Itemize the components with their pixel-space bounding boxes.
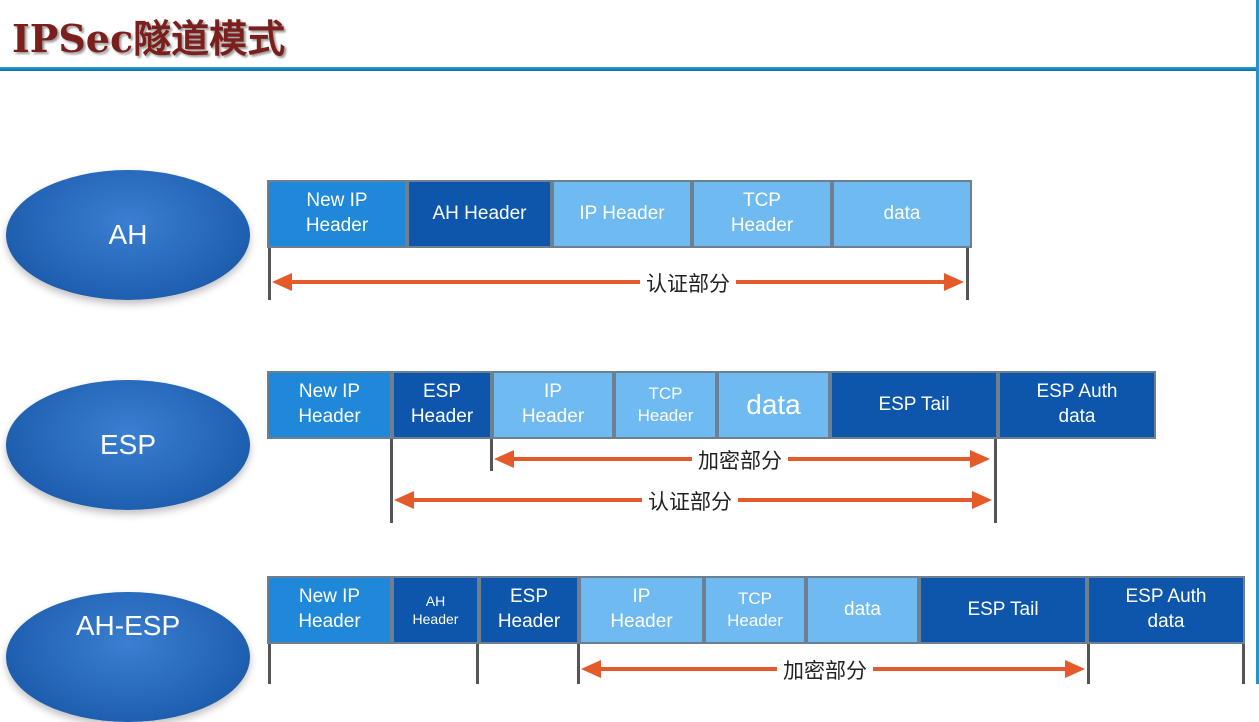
ah-auth-range-line [285,280,948,284]
ah-new-ip-header-cell: New IP Header [267,180,407,248]
mode-ah-ellipse: AH [6,170,250,300]
slide-border [1256,0,1259,684]
ahesp-encrypt-arrow-left [581,660,601,678]
ahesp-ip-header-cell: IP Header [579,576,704,644]
ah-data-cell: data [832,180,972,248]
ah-ip-header-cell: IP Header [552,180,692,248]
esp-encrypt-range-label: 加密部分 [692,445,788,475]
esp-tcp-header-cell: TCP Header [614,371,717,439]
esp-auth-left-bound [390,439,393,523]
ahesp-right-bound [1242,644,1245,684]
title-divider [0,67,1259,71]
mode-ah-label: AH [108,219,148,250]
ahesp-ah-header-cell: AH Header [392,576,479,644]
esp-esp-tail-cell: ESP Tail [830,371,998,439]
ah-ah-header-cell: AH Header [407,180,552,248]
esp-new-ip-header-cell: New IP Header [267,371,392,439]
esp-encrypt-left-bound [490,439,493,471]
ah-auth-range-label: 认证部分 [640,268,736,298]
ahesp-encrypt-arrow-right [1065,660,1085,678]
page-title: IPSec隧道模式 [12,16,286,61]
esp-ip-header-cell: IP Header [492,371,614,439]
esp-auth-range-label: 认证部分 [642,486,738,516]
ah-auth-left-bound [268,248,271,300]
ah-tcp-header-cell: TCP Header [692,180,832,248]
ahesp-encrypt-range-label: 加密部分 [777,655,873,685]
mode-ah-esp-ellipse: AH-ESP [6,592,250,722]
mode-esp-label: ESP [99,429,157,460]
ahesp-esp-header-cell: ESP Header [479,576,579,644]
mode-ah-esp-label: AH-ESP [75,610,181,641]
ahesp-new-ip-header-cell: New IP Header [267,576,392,644]
esp-encrypt-arrow-right [970,450,990,468]
ahesp-tcp-header-cell: TCP Header [704,576,806,644]
esp-auth-arrow-left [394,491,414,509]
esp-encrypt-right-bound [994,439,997,523]
esp-auth-arrow-right [972,491,992,509]
ahesp-left-bound [268,644,271,684]
ahesp-encrypt-right-bound [1087,644,1090,684]
esp-esp-header-cell: ESP Header [392,371,492,439]
mode-esp-ellipse: ESP [6,380,250,510]
ahesp-encrypt-left-bound [577,644,580,684]
ah-auth-right-bound [966,248,969,300]
ahesp-esp-tail-cell: ESP Tail [919,576,1087,644]
ahesp-esp-auth-data-cell: ESP Auth data [1087,576,1245,644]
esp-data-cell: data [717,371,830,439]
esp-esp-auth-data-cell: ESP Auth data [998,371,1156,439]
esp-encrypt-arrow-left [494,450,514,468]
ah-auth-arrow-right [944,273,964,291]
ah-auth-arrow-left [272,273,292,291]
ahesp-esp-bound [476,644,479,684]
ahesp-data-cell: data [806,576,919,644]
